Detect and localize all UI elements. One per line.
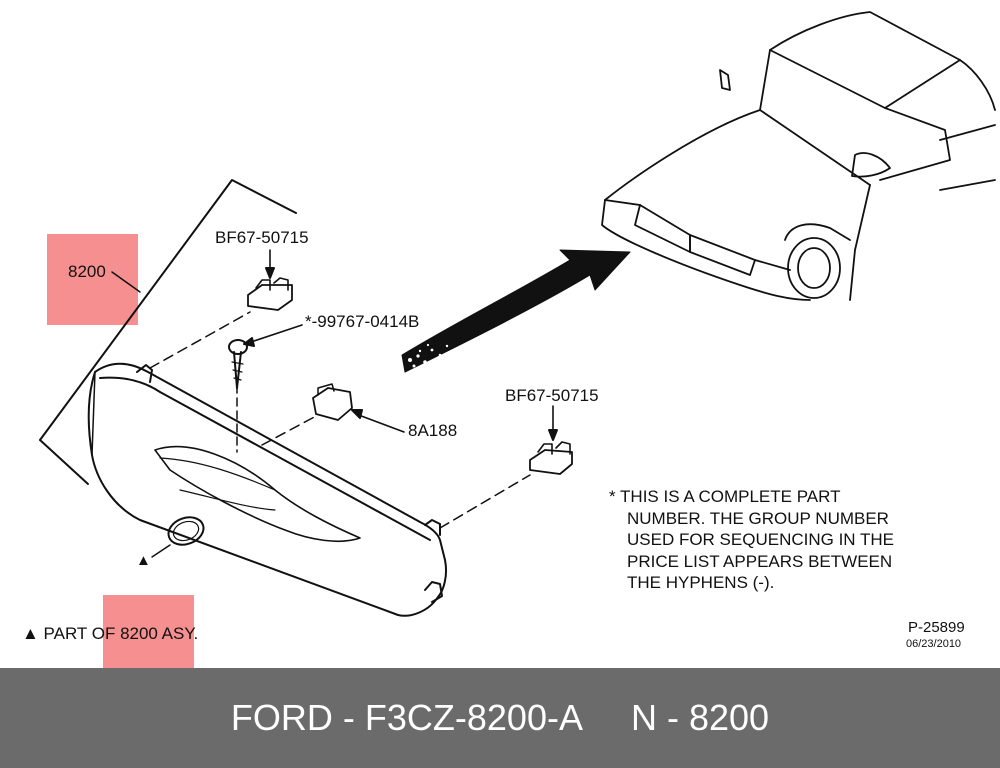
- note-line: NUMBER. THE GROUP NUMBER: [627, 508, 889, 528]
- part-label-screw: *-99767-0414B: [305, 312, 420, 331]
- emblem: [167, 516, 205, 546]
- part-label-8200: 8200: [68, 262, 106, 281]
- dash-line-right-clip: [439, 474, 531, 529]
- part-label-bf67-right: BF67-50715: [505, 386, 599, 405]
- car-illustration: [601, 11, 996, 301]
- frame-line: [39, 179, 297, 441]
- grille-diagram: [39, 11, 996, 617]
- clip-8a188: [312, 383, 405, 433]
- triangle-marker: ▲: [136, 552, 151, 569]
- note-line: THE HYPHENS (-).: [627, 573, 775, 592]
- footer-bar: FORD - F3CZ-8200-A N - 8200: [0, 668, 1000, 768]
- ref-date: 06/23/2010: [906, 638, 962, 650]
- dash-line-top-clip: [149, 311, 251, 369]
- note-line: * THIS IS A COMPLETE PART: [609, 487, 841, 506]
- right-clip: [529, 405, 573, 475]
- dash-line-8a188: [261, 414, 319, 446]
- part-label-bf67-top: BF67-50715: [215, 228, 309, 247]
- leader-8200: [111, 271, 141, 293]
- top-clip: [247, 249, 293, 311]
- frame-line-lower: [39, 439, 89, 485]
- highlight-box-asy-note: [103, 595, 194, 668]
- part-number-note: * THIS IS A COMPLETE PART NUMBER. THE GR…: [609, 486, 894, 594]
- big-arrow: [401, 249, 631, 373]
- note-line: PRICE LIST APPEARS BETWEEN: [627, 551, 893, 571]
- ref-code: P-25899: [908, 619, 965, 636]
- grille-panel: [87, 362, 448, 617]
- arrow-speckle: [408, 343, 449, 368]
- footer-part-number: FORD - F3CZ-8200-A N - 8200: [230, 697, 770, 738]
- screw: [228, 324, 303, 389]
- note-line: USED FOR SEQUENCING IN THE: [627, 530, 894, 549]
- part-label-8a188: 8A188: [408, 421, 458, 440]
- part-of-asy-note: ▲ PART OF 8200 ASY.: [22, 624, 199, 643]
